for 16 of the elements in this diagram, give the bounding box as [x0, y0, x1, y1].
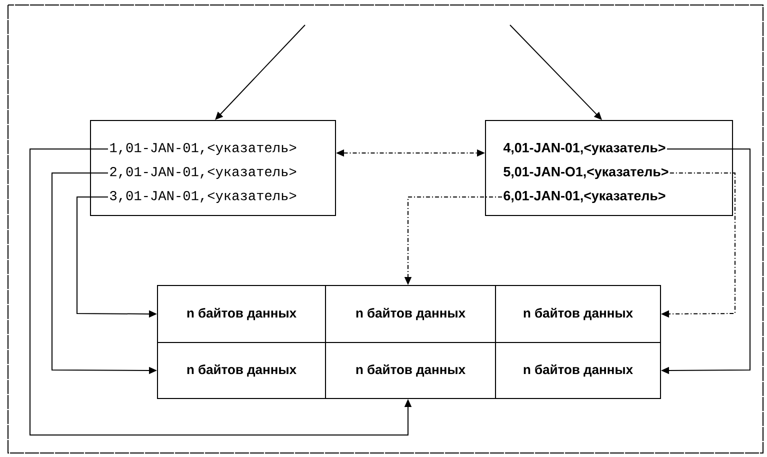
record-box [485, 120, 734, 216]
record-row: 1,01-JAN-01,<указатель> [110, 143, 296, 155]
arrow [510, 24, 602, 120]
record-row: 2,01-JAN-01,<указатель> [110, 167, 296, 179]
data-cell: n байтов данных [495, 285, 661, 343]
record-row: 3,01-JAN-01,<указатель> [110, 191, 296, 203]
record-row: 4,01-JAN-01,<указатель> [503, 142, 666, 156]
data-cell: n байтов данных [325, 342, 496, 399]
data-cell: n байтов данных [325, 285, 496, 343]
data-cell: n байтов данных [157, 285, 326, 343]
record-box [90, 120, 336, 216]
data-cell: n байтов данных [495, 342, 661, 399]
record-row: 5,01-JAN-O1,<указатель> [504, 166, 668, 180]
data-cell: n байтов данных [157, 342, 326, 399]
arrow [215, 24, 306, 120]
record-row: 6,01-JAN-01,<указатель> [504, 190, 666, 204]
